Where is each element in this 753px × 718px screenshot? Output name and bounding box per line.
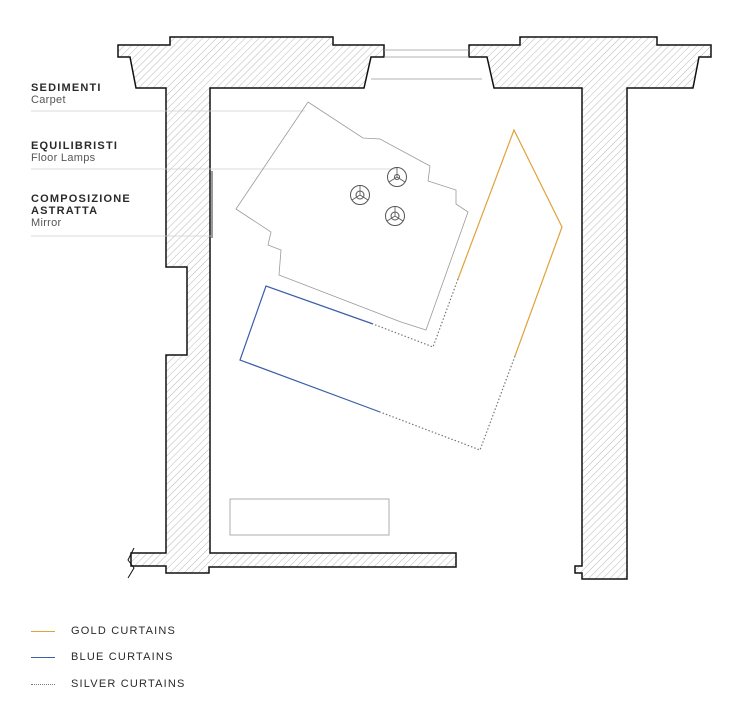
legend-silver: SILVER CURTAINS xyxy=(31,677,186,691)
wall-break-mark xyxy=(127,547,135,579)
legend-swatch-silver xyxy=(31,683,55,685)
legend-label: SILVER CURTAINS xyxy=(71,678,186,690)
label-subtitle: Carpet xyxy=(31,94,66,106)
label-equilibristi: EQUILIBRISTI Floor Lamps xyxy=(31,140,118,164)
carpet-outline xyxy=(235,101,469,331)
label-subtitle: Floor Lamps xyxy=(31,152,96,164)
wall-right xyxy=(468,36,712,580)
legend-blue: BLUE CURTAINS xyxy=(31,650,174,664)
bench xyxy=(229,498,390,536)
floor-lamp-2 xyxy=(387,167,407,187)
label-title: EQUILIBRISTI xyxy=(31,140,119,152)
gold-curtain xyxy=(457,128,563,357)
label-sedimenti: SEDIMENTI Carpet xyxy=(31,82,102,106)
silver-curtain-outer xyxy=(379,355,516,451)
legend-label: GOLD CURTAINS xyxy=(71,625,177,637)
legend-gold: GOLD CURTAINS xyxy=(31,624,176,638)
legend-label: BLUE CURTAINS xyxy=(71,651,174,663)
floor-lamp-3 xyxy=(385,206,405,226)
label-subtitle: Mirror xyxy=(31,217,62,229)
legend-swatch-blue xyxy=(31,656,55,658)
label-title: SEDIMENTI xyxy=(31,82,102,94)
silver-curtain-inner xyxy=(372,278,459,348)
blue-curtain xyxy=(239,285,381,413)
legend-swatch-gold xyxy=(31,630,55,632)
floor-lamp-1 xyxy=(350,185,370,205)
label-title: COMPOSIZIONE ASTRATTA xyxy=(31,193,131,217)
wall-left xyxy=(117,36,457,574)
label-composizione-astratta: COMPOSIZIONE ASTRATTA Mirror xyxy=(31,193,151,229)
